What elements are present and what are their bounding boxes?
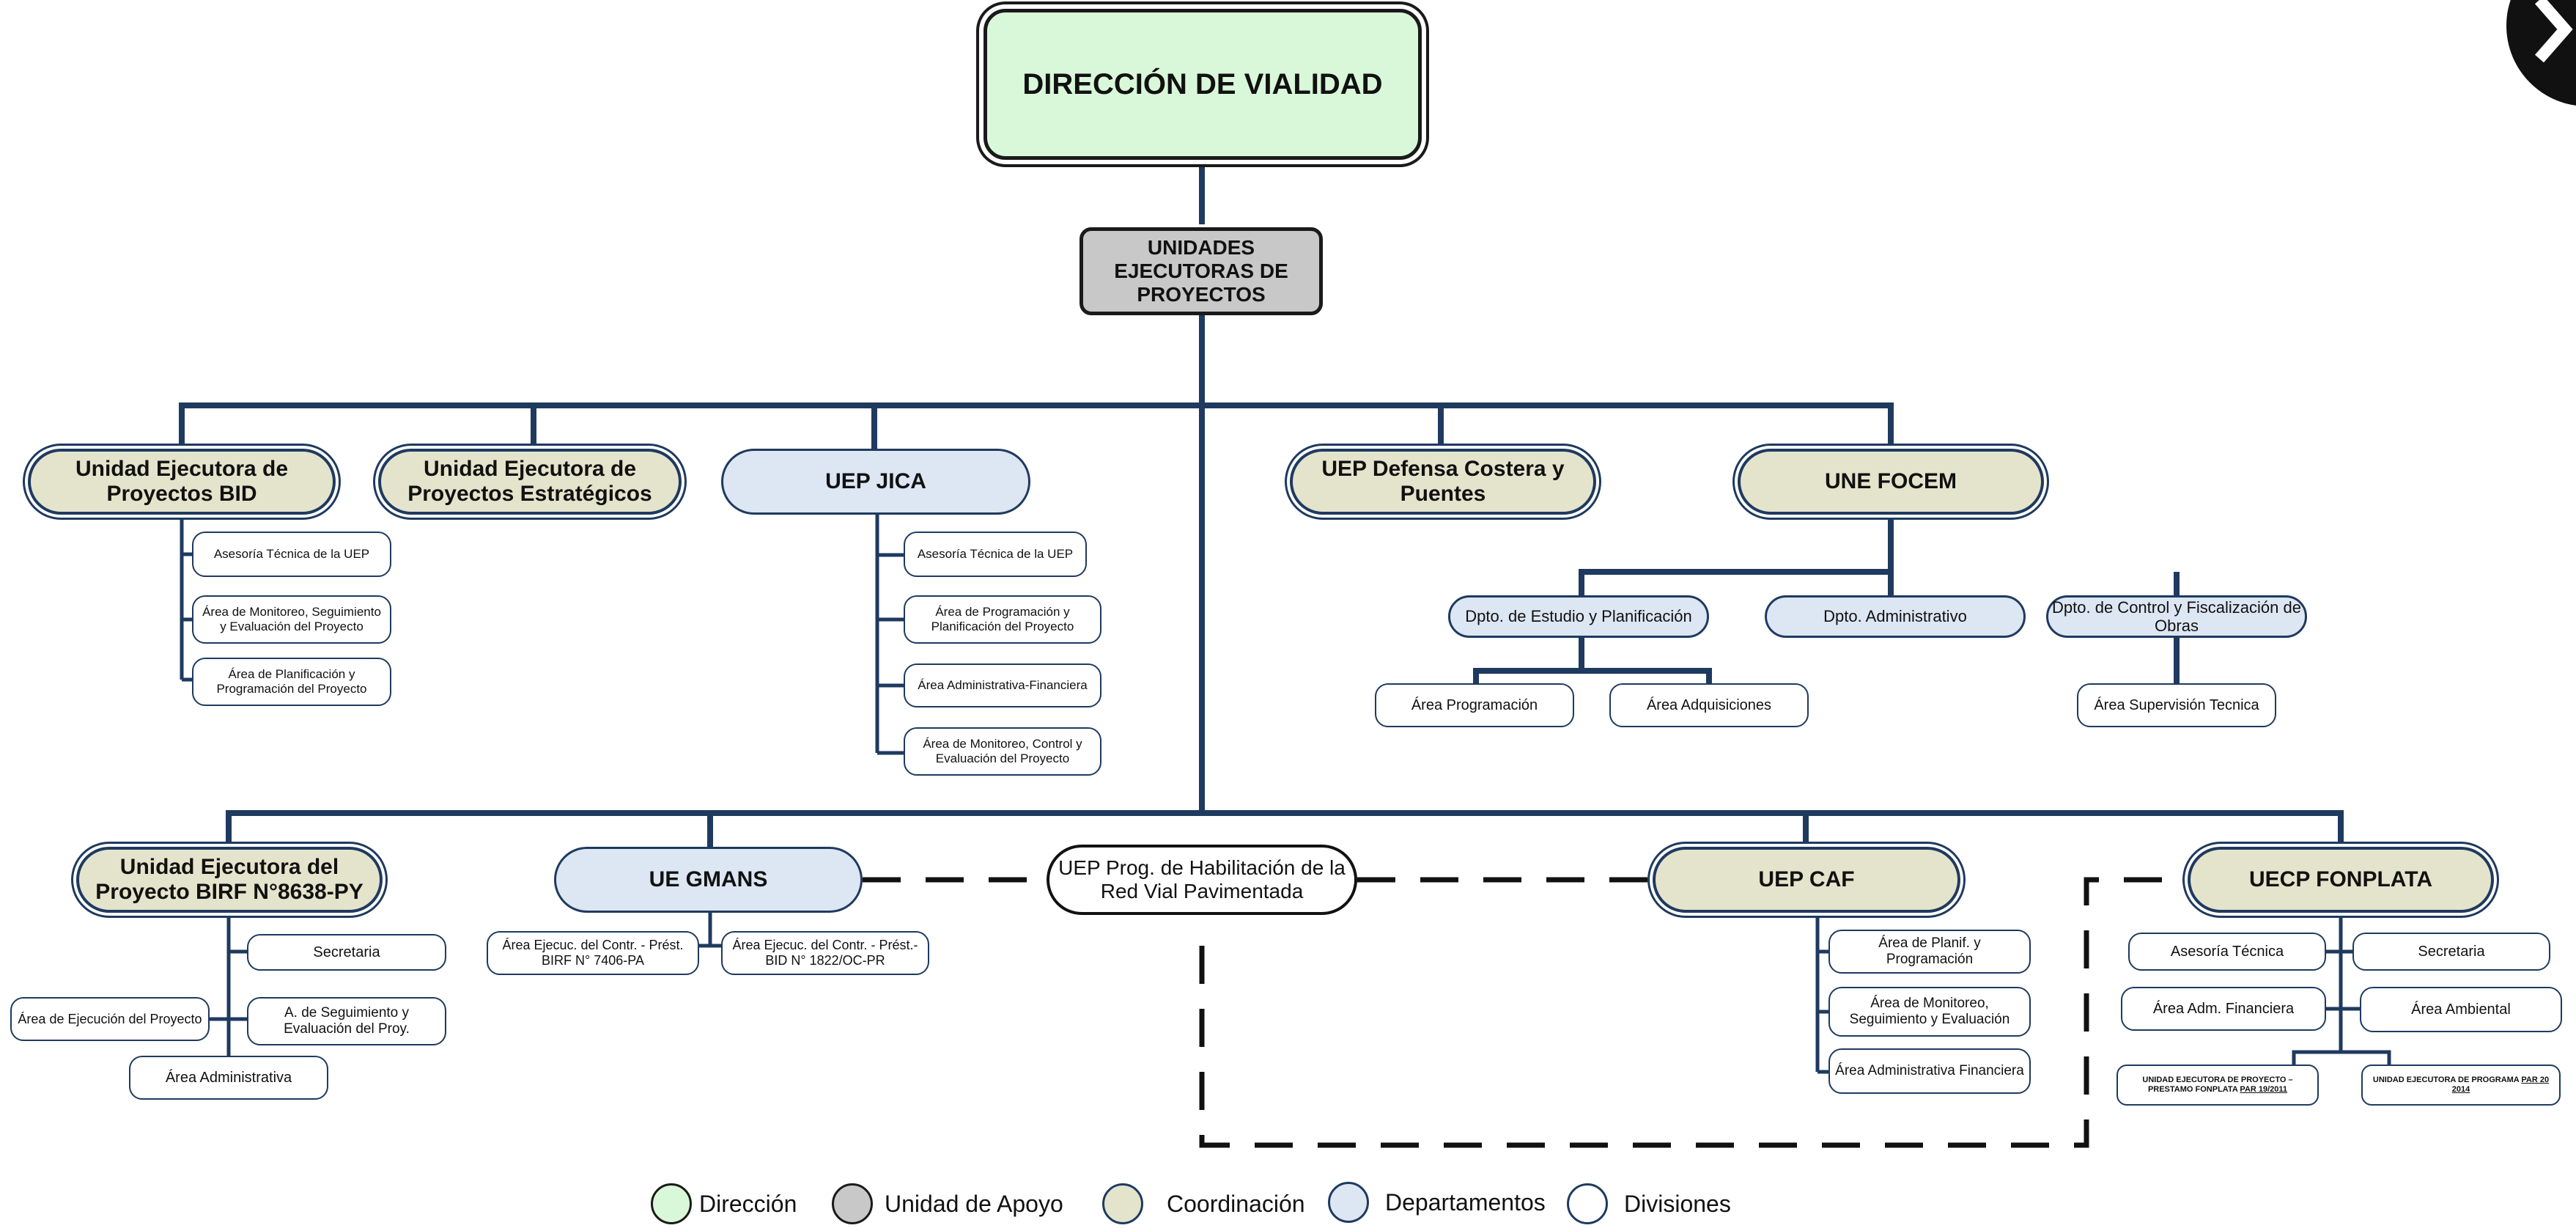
birf-division-secretaria-label: Secretaria	[313, 944, 380, 960]
fonplata-sub-par20-line1: UNIDAD EJECUTORA DE PROGRAMA	[2372, 1076, 2522, 1085]
fonplata-sub-par19-line2: PRESTAMO FONPLATA	[2147, 1085, 2240, 1094]
unit-estrategicos-label: Unidad Ejecutora de Proyectos Estratégic…	[407, 456, 652, 507]
jica-division-4[interactable]: Área de Monitoreo, Control y Evaluación …	[904, 727, 1101, 776]
focem-dept-control[interactable]: Dpto. de Control y Fiscalización de Obra…	[2046, 595, 2307, 638]
fonplata-division-secretaria-label: Secretaria	[2418, 943, 2485, 960]
unit-jica-box[interactable]: UEP JICA	[721, 449, 1030, 515]
legend-apoyo-swatch	[832, 1183, 873, 1224]
birf-division-ejecucion[interactable]: Área de Ejecución del Proyecto	[10, 997, 210, 1041]
unit-focem-label: UNE FOCEM	[1825, 468, 1957, 493]
caf-division-monitoreo-label: Área de Monitoreo, Seguimiento y Evaluac…	[1849, 996, 2010, 1027]
unit-caf-label: UEP CAF	[1758, 867, 1855, 891]
fonplata-division-adm-financiera[interactable]: Área Adm. Financiera	[2121, 987, 2326, 1031]
focem-dept-estudio-label: Dpto. de Estudio y Planificación	[1465, 607, 1692, 626]
fonplata-division-asesoria[interactable]: Asesoría Técnica	[2128, 933, 2326, 971]
fonplata-sub-par20-year: 2014	[2451, 1085, 2470, 1094]
unit-focem-box[interactable]: UNE FOCEM	[1738, 449, 2044, 515]
fonplata-sub-par20-text: UNIDAD EJECUTORA DE PROGRAMA PAR 20 2014	[2373, 1076, 2549, 1094]
focem-division-adquisiciones[interactable]: Área Adquisiciones	[1609, 683, 1809, 727]
fonplata-division-secretaria[interactable]: Secretaria	[2352, 933, 2550, 971]
jica-division-2[interactable]: Área de Programación y Planificación del…	[904, 595, 1101, 644]
direccion-box[interactable]: DIRECCIÓN DE VIALIDAD	[983, 9, 1422, 160]
jica-division-3[interactable]: Área Administrativa-Financiera	[904, 663, 1101, 707]
bid-division-1[interactable]: Asesoría Técnica de la UEP	[192, 532, 391, 577]
fonplata-division-ambiental-label: Área Ambiental	[2411, 1001, 2511, 1018]
focem-division-supervision[interactable]: Área Supervisión Tecnica	[2077, 683, 2276, 727]
unidades-ejecutoras-box[interactable]: UNIDADES EJECUTORAS DE PROYECTOS	[1080, 227, 1323, 315]
legend-direccion-label: Dirección	[699, 1191, 797, 1217]
caf-division-planif-label: Área de Planif. y Programación	[1878, 935, 1981, 967]
birf-division-administrativa-label: Área Administrativa	[165, 1069, 292, 1086]
fonplata-sub-par19-line1: UNIDAD EJECUTORA DE PROYECTO –	[2142, 1076, 2293, 1085]
birf-division-seguimiento[interactable]: A. de Seguimiento y Evaluación del Proy.	[247, 997, 446, 1045]
focem-division-adquisiciones-label: Área Adquisiciones	[1646, 696, 1772, 713]
bid-division-2-label: Área de Monitoreo, Seguimiento y Evaluac…	[202, 605, 381, 633]
unit-caf-box[interactable]: UEP CAF	[1653, 847, 1960, 913]
birf-division-seguimiento-label: A. de Seguimiento y Evaluación del Proy.	[284, 1005, 410, 1037]
focem-dept-administrativo-label: Dpto. Administrativo	[1823, 607, 1967, 626]
unit-jica-label: UEP JICA	[825, 468, 926, 493]
jica-division-1[interactable]: Asesoría Técnica de la UEP	[904, 532, 1087, 577]
caf-division-administrativa[interactable]: Área Administrativa Financiera	[1828, 1048, 2031, 1094]
birf-division-ejecucion-label: Área de Ejecución del Proyecto	[18, 1011, 202, 1026]
unit-fonplata-box[interactable]: UECP FONPLATA	[2188, 847, 2494, 913]
caf-division-administrativa-label: Área Administrativa Financiera	[1835, 1063, 2024, 1079]
gmans-division-bid[interactable]: Área Ejecuc. del Contr. - Prést.- BID N°…	[721, 931, 929, 975]
birf-division-secretaria[interactable]: Secretaria	[247, 934, 446, 971]
jica-division-4-label: Área de Monitoreo, Control y Evaluación …	[923, 737, 1082, 765]
focem-division-programacion[interactable]: Área Programación	[1375, 683, 1574, 727]
fonplata-division-asesoria-label: Asesoría Técnica	[2170, 943, 2284, 960]
unit-birf-box[interactable]: Unidad Ejecutora del Proyecto BIRF N°863…	[76, 847, 383, 913]
legend-coordinacion-label: Coordinación	[1167, 1191, 1305, 1217]
legend-apoyo-label: Unidad de Apoyo	[885, 1191, 1063, 1217]
fonplata-sub-par19-text: UNIDAD EJECUTORA DE PROYECTO –PRESTAMO F…	[2142, 1076, 2292, 1094]
unit-bid-box[interactable]: Unidad Ejecutora de Proyectos BID	[28, 449, 336, 515]
bid-division-1-label: Asesoría Técnica de la UEP	[213, 547, 370, 562]
fonplata-division-ambiental[interactable]: Área Ambiental	[2360, 987, 2562, 1032]
focem-division-programacion-label: Área Programación	[1411, 696, 1538, 713]
unit-estrategicos-box[interactable]: Unidad Ejecutora de Proyectos Estratégic…	[378, 449, 682, 515]
bid-division-3[interactable]: Área de Planificación y Programación del…	[192, 658, 391, 706]
fonplata-sub-par20[interactable]: UNIDAD EJECUTORA DE PROGRAMA PAR 20 2014	[2361, 1065, 2561, 1106]
unit-defensa-label: UEP Defensa Costera y Puentes	[1321, 456, 1565, 507]
fonplata-sub-par20-code: PAR 20	[2521, 1076, 2550, 1085]
focem-division-supervision-label: Área Supervisión Tecnica	[2094, 696, 2259, 713]
unit-defensa-box[interactable]: UEP Defensa Costera y Puentes	[1290, 449, 1596, 515]
caf-division-monitoreo[interactable]: Área de Monitoreo, Seguimiento y Evaluac…	[1828, 987, 2031, 1037]
jica-division-1-label: Asesoría Técnica de la UEP	[917, 547, 1074, 562]
bid-division-3-label: Área de Planificación y Programación del…	[216, 667, 367, 696]
unit-birf-label: Unidad Ejecutora del Proyecto BIRF N°863…	[95, 854, 363, 905]
gmans-division-birf-label: Área Ejecuc. del Contr. - Prést. BIRF N°…	[502, 938, 684, 968]
legend-coordinacion-swatch	[1102, 1183, 1143, 1224]
bid-division-2[interactable]: Área de Monitoreo, Seguimiento y Evaluac…	[192, 595, 391, 644]
fonplata-sub-par19-code: PAR 19/2011	[2240, 1085, 2288, 1094]
jica-division-2-label: Área de Programación y Planificación del…	[931, 605, 1074, 633]
jica-division-3-label: Área Administrativa-Financiera	[918, 678, 1088, 693]
gmans-division-birf[interactable]: Área Ejecuc. del Contr. - Prést. BIRF N°…	[487, 931, 699, 975]
focem-dept-estudio[interactable]: Dpto. de Estudio y Planificación	[1448, 595, 1709, 638]
focem-dept-administrativo[interactable]: Dpto. Administrativo	[1765, 595, 2026, 638]
fonplata-sub-par19[interactable]: UNIDAD EJECUTORA DE PROYECTO –PRESTAMO F…	[2116, 1065, 2319, 1106]
birf-division-administrativa[interactable]: Área Administrativa	[129, 1056, 328, 1100]
direccion-label: DIRECCIÓN DE VIALIDAD	[1022, 68, 1383, 100]
unidades-ejecutoras-label: UNIDADES EJECUTORAS DE PROYECTOS	[1114, 235, 1288, 306]
focem-dept-control-label: Dpto. de Control y Fiscalización de Obra…	[2052, 598, 2301, 635]
legend-divisiones-swatch	[1567, 1183, 1608, 1224]
legend-departamentos-swatch	[1328, 1182, 1369, 1223]
gmans-division-bid-label: Área Ejecuc. del Contr. - Prést.- BID N°…	[732, 938, 918, 968]
unit-bid-label: Unidad Ejecutora de Proyectos BID	[75, 456, 289, 507]
unit-gmans-box[interactable]: UE GMANS	[554, 847, 863, 913]
caf-division-planif[interactable]: Área de Planif. y Programación	[1828, 930, 2031, 974]
legend-divisiones-label: Divisiones	[1624, 1191, 1731, 1217]
legend-departamentos-label: Departamentos	[1385, 1189, 1546, 1216]
unit-habilitacion-box[interactable]: UEP Prog. de Habilitación de la Red Vial…	[1047, 845, 1357, 915]
legend-direccion-swatch	[651, 1183, 692, 1224]
unit-fonplata-label: UECP FONPLATA	[2248, 867, 2432, 891]
unit-gmans-label: UE GMANS	[649, 867, 768, 891]
unit-habilitacion-label: UEP Prog. de Habilitación de la Red Vial…	[1058, 856, 1346, 902]
corner-logo-icon	[2506, 0, 2576, 106]
fonplata-division-adm-financiera-label: Área Adm. Financiera	[2152, 1000, 2295, 1017]
